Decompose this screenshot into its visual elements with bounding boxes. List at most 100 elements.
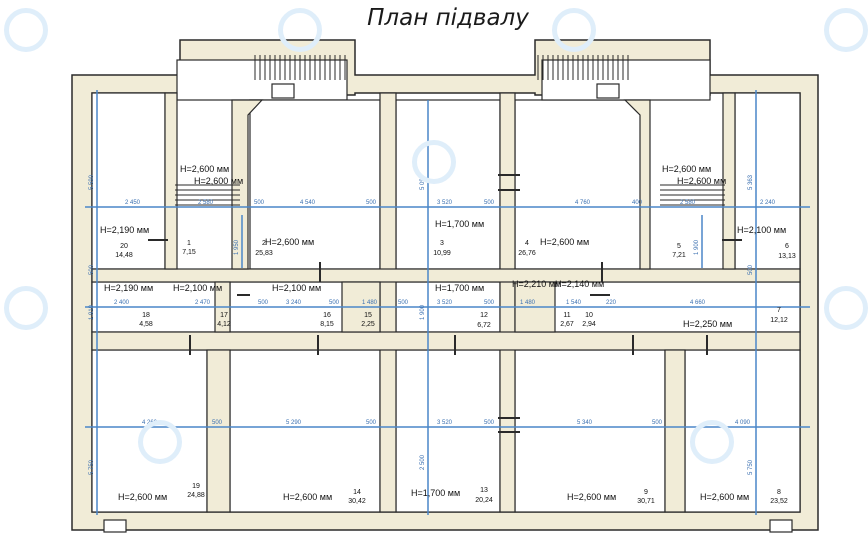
svg-text:15: 15 [364,312,372,319]
refresh-circle-icon [824,286,868,330]
svg-text:2,25: 2,25 [361,321,375,328]
svg-text:20: 20 [120,243,128,250]
height-label: H=2,190 мм [100,225,149,235]
room-label: 168,15 [320,312,334,328]
window-pits [103,83,793,533]
dim-label: 5 590 [89,174,95,190]
dim-label: 500 [89,264,95,275]
dim-label: 1 910 [89,304,95,320]
room-label: 57,21 [672,243,686,259]
stairs-top [254,55,629,80]
svg-text:3: 3 [440,240,444,247]
dim-label: 500 [212,420,223,426]
svg-text:30,42: 30,42 [348,498,366,505]
room-label: 823,52 [770,489,788,505]
dim-label: 3 240 [286,300,302,306]
height-label: H=2,600 мм [662,164,711,174]
room-label: 426,76 [518,240,536,257]
refresh-circle-icon [4,286,48,330]
dim-label: 1 540 [566,300,582,306]
height-label: H=2,600 мм [567,492,616,502]
dim-label: 5 363 [748,174,754,190]
svg-text:7: 7 [777,307,781,314]
dim-label: 500 [484,300,495,306]
dim-label: 4 760 [575,200,591,206]
svg-text:10: 10 [585,312,593,319]
dim-label: 2 500 [420,454,426,470]
svg-text:30,71: 30,71 [637,498,655,505]
room-label: 613,13 [778,243,796,260]
plan-title: План підвалу [367,5,529,31]
height-label: H=2,600 мм [540,237,589,247]
svg-text:8,15: 8,15 [320,321,334,328]
room-label: 310,99 [433,240,451,257]
dim-label: 1 950 [234,239,240,255]
dim-label: 1 900 [694,239,700,255]
svg-text:13: 13 [480,487,488,494]
svg-text:7,21: 7,21 [672,252,686,259]
svg-text:2,67: 2,67 [560,321,574,328]
dim-label: 1 480 [520,300,536,306]
svg-text:16: 16 [323,312,331,319]
svg-text:19: 19 [192,483,200,490]
refresh-circle-icon [278,8,322,52]
dim-label: 1 900 [420,304,426,320]
refresh-circle-icon [138,420,182,464]
room-label: 225,83 [255,240,273,257]
dim-label: 4 540 [300,200,316,206]
dim-label: 4 660 [690,300,706,306]
dim-label: 220 [606,300,617,306]
dim-label: 3 520 [437,200,453,206]
height-label: H=2,100 мм [737,225,786,235]
svg-text:4,12: 4,12 [217,321,231,328]
height-label: H=1,700 мм [411,488,460,498]
svg-text:25,83: 25,83 [255,250,273,257]
stairs-side [175,184,725,206]
dim-label: 2 470 [195,300,211,306]
dim-label: 5 750 [748,459,754,475]
refresh-circle-icon [552,8,596,52]
dim-label: 2 450 [125,200,141,206]
svg-text:13,13: 13,13 [778,253,796,260]
height-label: H=2,250 мм [683,319,732,329]
dim-label: 5 750 [89,459,95,475]
height-label: H=2,100 мм [173,283,222,293]
svg-text:9: 9 [644,489,648,496]
height-label: H=2,100 мм [272,283,321,293]
height-label: H=2,600 мм [283,492,332,502]
height-label: H=2,600 мм [194,176,243,186]
room-label: 712,12 [770,307,788,324]
svg-text:17: 17 [220,312,228,319]
room-label: 112,67 [560,312,574,328]
height-label: H=2,600 мм [118,492,167,502]
dim-label: 500 [398,300,409,306]
svg-text:20,24: 20,24 [475,497,493,504]
svg-text:14,48: 14,48 [115,252,133,259]
refresh-circle-icon [824,8,868,52]
refresh-circle-icon [412,140,456,184]
dim-label: 3 520 [437,300,453,306]
dim-label: 500 [329,300,340,306]
refresh-circle-icon [690,420,734,464]
svg-text:10,99: 10,99 [433,250,451,257]
dim-label: 3 520 [437,420,453,426]
dim-label: 500 [366,200,377,206]
dim-label: 400 [632,200,643,206]
interior-walls [91,92,801,513]
room-label: 13 20,24 [475,487,493,504]
height-label: H=2,140 мм [555,279,604,289]
dim-label: 500 [258,300,269,306]
dim-label: 500 [748,264,754,275]
height-label: H=2,600 мм [180,164,229,174]
room-label: 20 14,48 [115,243,133,259]
dim-label: 5 090 [420,174,426,190]
room-label: 184,58 [139,312,153,328]
dim-label: 2 240 [760,200,776,206]
svg-text:1: 1 [187,240,191,247]
svg-text:12,12: 12,12 [770,317,788,324]
height-label: H=2,190 мм [104,283,153,293]
dim-label: 500 [652,420,663,426]
svg-text:12: 12 [480,312,488,319]
